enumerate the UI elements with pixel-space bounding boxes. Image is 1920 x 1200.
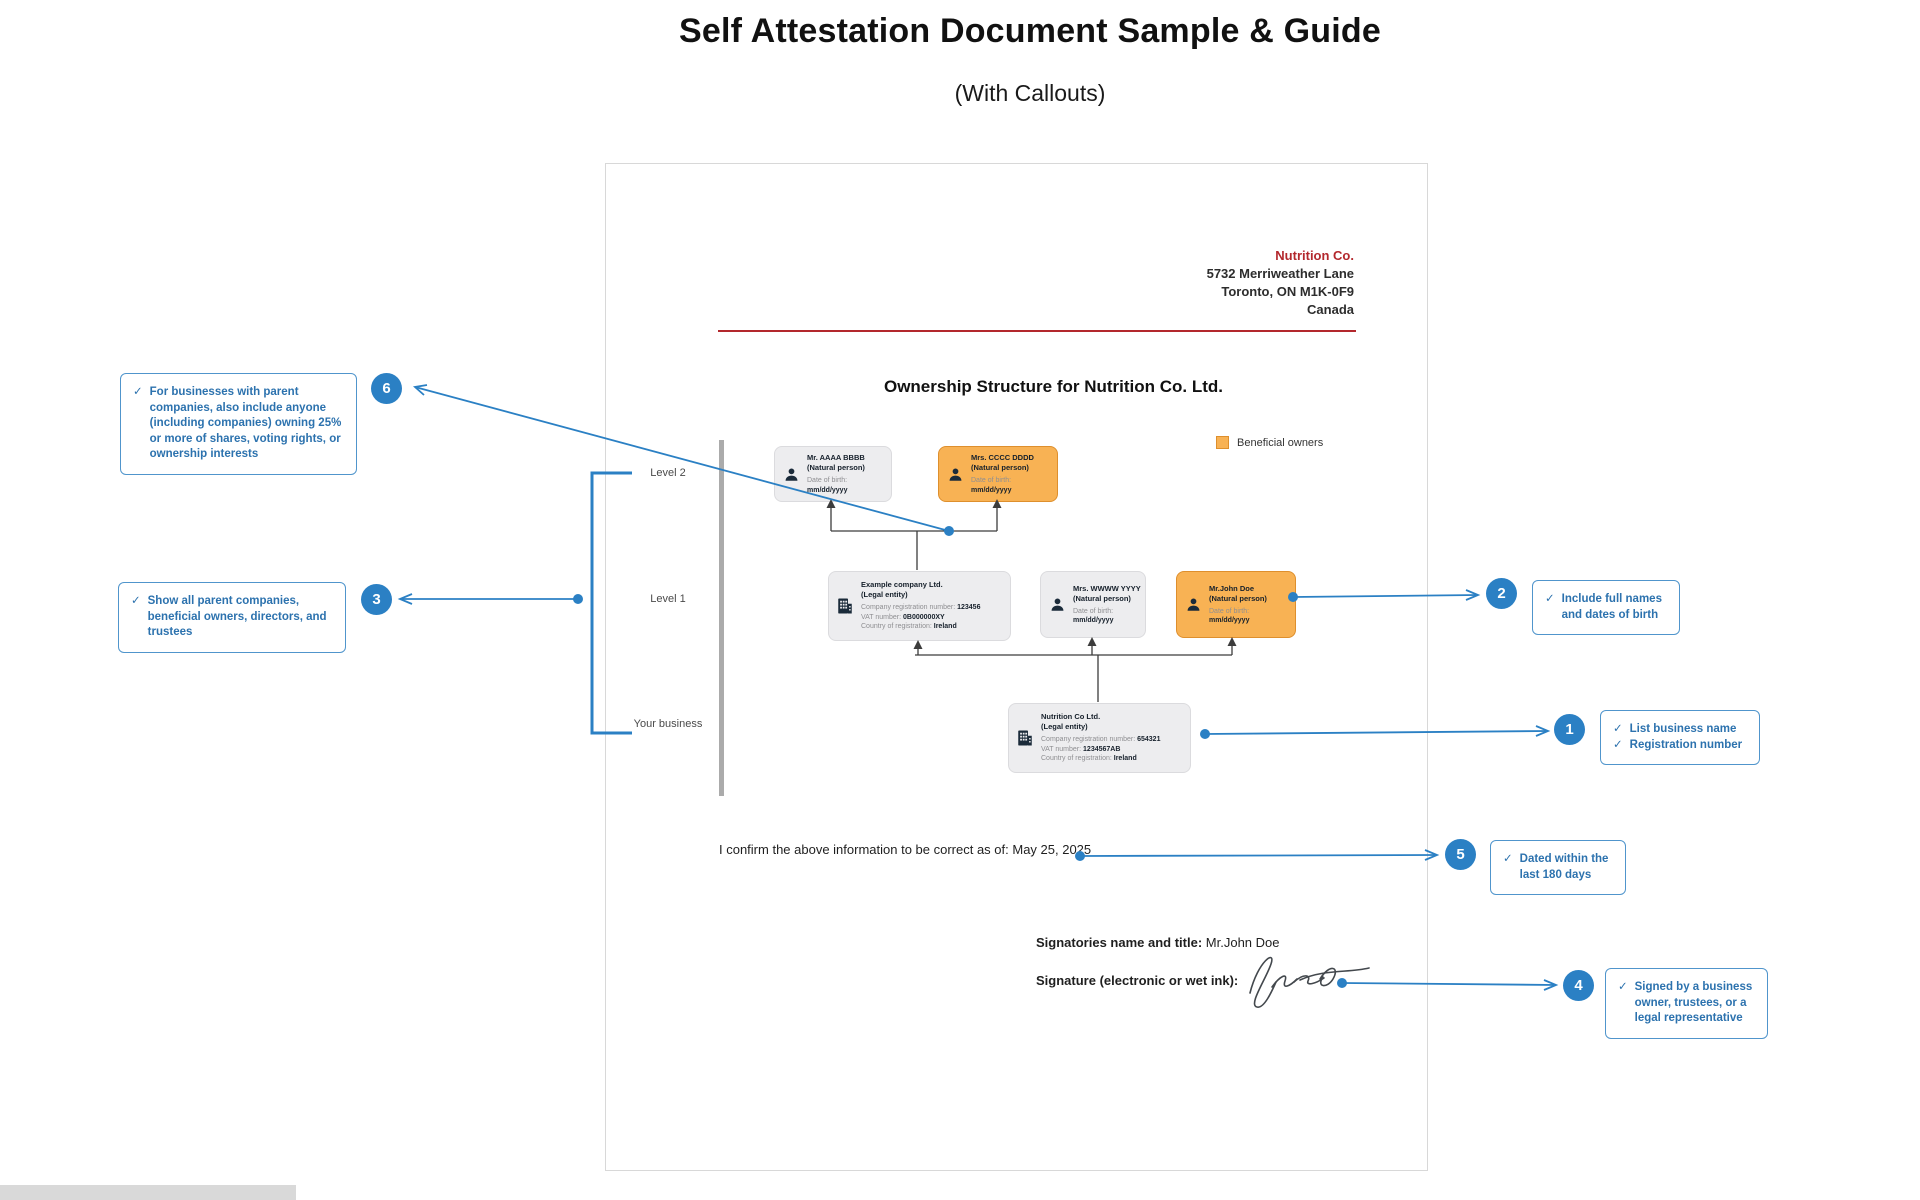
vat-value: 0B000000XY <box>903 613 945 621</box>
card-type: (Natural person) <box>807 463 865 472</box>
country-value: Ireland <box>1113 755 1137 763</box>
callout-box-5: ✓ Dated within the last 180 days <box>1490 840 1626 895</box>
check-icon: ✓ <box>1618 981 1628 993</box>
reg-label: Company registration number: <box>861 604 958 612</box>
signatory-label: Signatories name and title: <box>1036 935 1203 950</box>
level-2-label: Level 2 <box>650 467 686 479</box>
person-icon <box>1041 597 1073 612</box>
check-icon: ✓ <box>1503 853 1513 865</box>
person-icon <box>1177 597 1209 612</box>
callout-1-item-1: List business name <box>1629 723 1737 735</box>
callout-badge-3: 3 <box>361 584 392 615</box>
beneficial-owner-swatch-icon <box>1216 436 1229 449</box>
dob-label: Date of birth: <box>1209 607 1250 615</box>
vat-label: VAT number: <box>861 613 904 621</box>
dob-label: Date of birth: <box>807 477 848 484</box>
check-icon: ✓ <box>133 386 143 398</box>
card-person-aaaa: Mr. AAAA BBBB (Natural person) Date of b… <box>774 446 892 502</box>
signature-label: Signature (electronic or wet ink): <box>1036 973 1239 988</box>
callout-box-1: ✓ List business name ✓ Registration number <box>1600 710 1760 765</box>
letterhead-address-line2: Toronto, ON M1K-0F9 <box>1221 284 1354 299</box>
callout-3-text: Show all parent companies, beneficial ow… <box>147 595 327 638</box>
card-company-example: Example company Ltd. (Legal entity) Comp… <box>828 571 1011 641</box>
legend-label: Beneficial owners <box>1237 436 1324 449</box>
ownership-structure-heading: Ownership Structure for Nutrition Co. Lt… <box>883 377 1224 396</box>
page-title: Self Attestation Document Sample & Guide <box>679 12 1381 50</box>
your-business-label: Your business <box>633 718 703 730</box>
building-icon <box>1009 729 1041 747</box>
reg-value: 123456 <box>957 604 981 612</box>
dob-value: mm/dd/yyyy <box>1073 617 1114 624</box>
card-name: Mr. AAAA BBBB <box>807 453 865 462</box>
vat-label: VAT number: <box>1041 745 1084 753</box>
handwritten-signature <box>1249 956 1370 1008</box>
callout-box-6: ✓ For businesses with parent companies, a… <box>120 373 357 475</box>
signatory-line: Signatories name and title: Mr.John Doe <box>1036 935 1279 950</box>
country-value: Ireland <box>933 623 957 631</box>
letterhead-address-line1: 5732 Merriweather Lane <box>1206 266 1354 281</box>
dob-value: mm/dd/yyyy <box>1209 617 1250 624</box>
reg-label: Company registration number: <box>1041 736 1138 744</box>
sample-document-page: Nutrition Co. 5732 Merriweather Lane Tor… <box>605 163 1428 1171</box>
building-icon <box>829 597 861 615</box>
card-person-wwww: Mrs. WWWW YYYY (Natural person) Date of … <box>1040 571 1146 638</box>
letterhead-divider <box>718 330 1356 332</box>
callout-2-text: Include full names and dates of birth <box>1561 593 1662 621</box>
card-name: Example company Ltd. <box>861 580 943 590</box>
card-name: Nutrition Co Ltd. <box>1041 712 1101 722</box>
confirmation-statement: I confirm the above information to be co… <box>719 842 1092 857</box>
callout-1-item-2: Registration number <box>1629 738 1743 751</box>
card-person-john-doe: Mr.John Doe (Natural person) Date of bir… <box>1176 571 1296 638</box>
callout-box-4: ✓ Signed by a business owner, trustees, o… <box>1605 968 1768 1039</box>
letterhead: Nutrition Co. 5732 Merriweather Lane Tor… <box>1207 247 1354 319</box>
reg-value: 654321 <box>1137 736 1161 744</box>
check-icon: ✓ <box>1613 738 1623 751</box>
bottom-edge-strip <box>0 1185 296 1200</box>
person-icon <box>939 467 971 482</box>
dob-label: Date of birth: <box>971 477 1012 484</box>
callout-box-2: ✓ Include full names and dates of birth <box>1532 580 1680 635</box>
card-name: Mrs. WWWW YYYY <box>1073 583 1141 593</box>
person-icon <box>775 467 807 482</box>
card-type: (Natural person) <box>1073 593 1131 603</box>
card-person-cccc: Mrs. CCCC DDDD (Natural person) Date of … <box>938 446 1058 502</box>
country-label: Country of registration: <box>861 623 934 631</box>
dob-value: mm/dd/yyyy <box>971 486 1012 494</box>
card-name: Mr.John Doe <box>1209 583 1255 593</box>
callout-5-text: Dated within the last 180 days <box>1519 853 1609 881</box>
check-icon: ✓ <box>1613 723 1623 735</box>
check-icon: ✓ <box>1545 593 1555 605</box>
callout-badge-2: 2 <box>1486 578 1517 609</box>
country-label: Country of registration: <box>1041 755 1114 763</box>
callout-6-text: For businesses with parent companies, al… <box>149 386 342 460</box>
vat-value: 1234567AB <box>1083 745 1121 753</box>
card-type: (Natural person) <box>1209 593 1267 603</box>
callout-badge-4: 4 <box>1563 970 1594 1001</box>
callout-box-3: ✓ Show all parent companies, beneficial o… <box>118 582 346 653</box>
dob-value: mm/dd/yyyy <box>807 486 848 494</box>
level-divider-bar <box>719 440 724 796</box>
letterhead-address-line3: Canada <box>1307 302 1354 317</box>
legend-beneficial-owners: Beneficial owners <box>1216 436 1323 449</box>
letterhead-company: Nutrition Co. <box>1275 248 1354 263</box>
check-icon: ✓ <box>131 595 141 607</box>
callout-badge-5: 5 <box>1445 839 1476 870</box>
callout-badge-1: 1 <box>1554 714 1585 745</box>
level-1-label: Level 1 <box>650 593 686 605</box>
card-type: (Legal entity) <box>861 590 908 600</box>
callout-4-text: Signed by a business owner, trustees, or… <box>1634 981 1753 1024</box>
card-type: (Natural person) <box>971 463 1029 472</box>
card-type: (Legal entity) <box>1041 722 1088 732</box>
signatory-value: Mr.John Doe <box>1205 935 1280 950</box>
card-name: Mrs. CCCC DDDD <box>971 453 1034 462</box>
page-subtitle: (With Callouts) <box>954 80 1106 106</box>
card-company-nutrition: Nutrition Co Ltd. (Legal entity) Company… <box>1008 703 1191 773</box>
dob-label: Date of birth: <box>1073 607 1114 615</box>
callout-badge-6: 6 <box>371 373 402 404</box>
